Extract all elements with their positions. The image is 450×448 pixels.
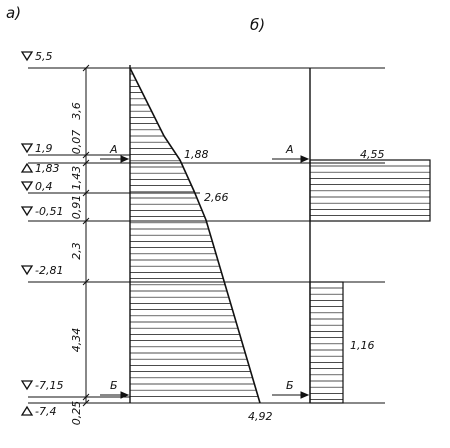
thickness-label: 2,3 [70,242,83,260]
elevation-label: 0,4 [35,180,53,193]
section-label: А [285,143,294,156]
thickness-label: 3,6 [70,102,83,120]
panel-label-b: б) [250,16,265,34]
elevation-mark-icon [20,162,34,173]
thickness-label: 0,91 [70,195,83,220]
diagram-b-hatching-lower [310,287,343,400]
elevation-label: -0,51 [35,205,63,218]
arrow-icon [120,155,130,163]
dimension-line [82,64,90,407]
elevation-mark-icon [20,380,34,391]
elevation-label: -7,4 [35,405,56,418]
section-label: Б [110,379,118,392]
elevation-mark-icon [20,181,34,192]
section-label: А [109,143,118,156]
panel-label-a: а) [6,4,21,22]
thickness-label: 1,43 [70,166,83,191]
section-label: Б [286,379,294,392]
diagram-b-outline [309,68,431,404]
value-label: 2,66 [204,191,229,204]
elevation-label: 5,5 [35,50,53,63]
arrow-icon [300,391,310,399]
elevation-mark-icon [20,143,34,154]
diagram-a-hatching [130,73,260,397]
elevation-mark-icon [20,405,34,416]
arrow-icon [300,155,310,163]
value-label: 1,88 [184,148,209,161]
thickness-label: 4,34 [70,328,83,353]
thickness-label: 0,07 [70,130,83,155]
arrow-icon [120,391,130,399]
value-label: 4,55 [360,148,385,161]
thickness-label: 0,25 [70,401,83,426]
section-arrows [100,155,310,399]
elevation-label: -2,81 [35,264,63,277]
value-label: 4,92 [248,410,273,423]
elevation-mark-icon [20,206,34,217]
elevation-label: -7,15 [35,379,63,392]
diagram-a-outline [129,65,261,404]
elevation-marks [20,51,34,416]
elevation-mark-icon [20,265,34,276]
elevation-label: 1,9 [35,142,53,155]
diagram-b-hatching-upper [310,165,430,216]
elevation-label: 1,83 [35,162,60,175]
elevation-mark-icon [20,51,34,62]
value-label: 1,16 [350,339,375,352]
